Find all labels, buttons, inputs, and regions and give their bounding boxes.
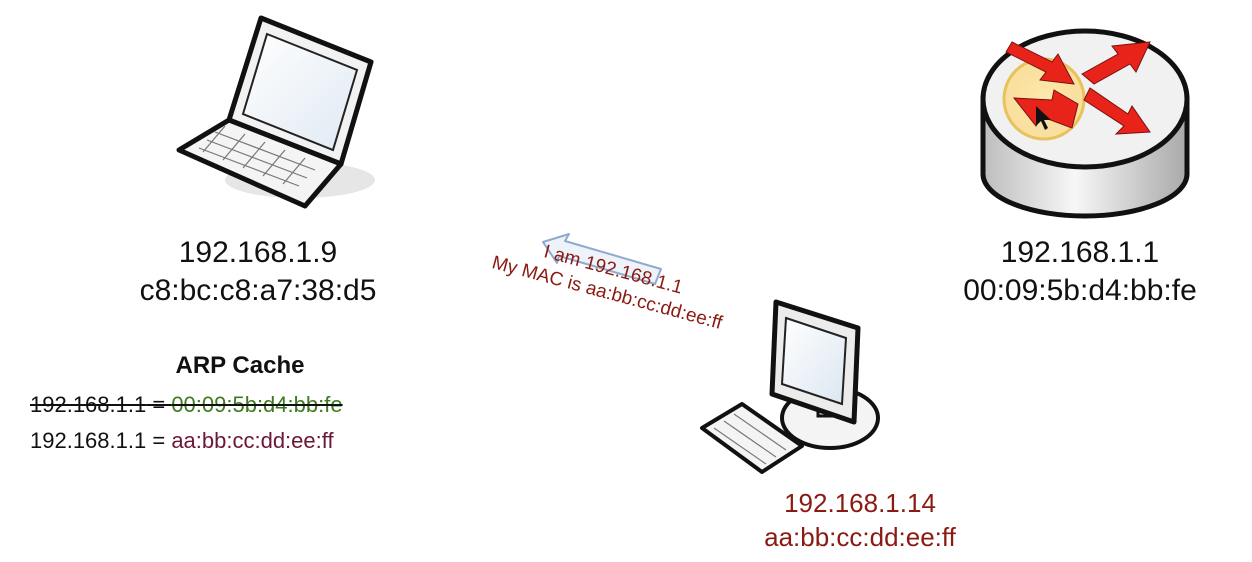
arp-entry-ip: 192.168.1.1: [30, 428, 147, 453]
laptop-address-block: 192.168.1.9 c8:bc:c8:a7:38:d5: [118, 234, 398, 310]
arp-entry-ip: 192.168.1.1: [30, 392, 147, 417]
attacker-address-block: 192.168.1.14 aa:bb:cc:dd:ee:ff: [730, 486, 990, 554]
attacker-mac: aa:bb:cc:dd:ee:ff: [764, 522, 956, 552]
desktop-computer-icon: [700, 299, 880, 474]
laptop-ip: 192.168.1.9: [178, 236, 338, 269]
router-ip: 192.168.1.1: [1000, 236, 1160, 269]
router-address-block: 192.168.1.1 00:09:5b:d4:bb:fe: [930, 234, 1230, 310]
laptop-icon: [176, 15, 375, 209]
arp-entry-separator: =: [146, 392, 172, 417]
router-icon: [980, 28, 1190, 219]
arp-entry-mac: 00:09:5b:d4:bb:fe: [171, 392, 343, 417]
arp-entry-mac: aa:bb:cc:dd:ee:ff: [171, 428, 334, 453]
attacker-ip: 192.168.1.14: [784, 488, 936, 518]
laptop-mac: c8:bc:c8:a7:38:d5: [139, 274, 377, 307]
arp-cache-title: ARP Cache: [175, 352, 305, 379]
arp-entry-separator: =: [146, 428, 172, 453]
router-mac: 00:09:5b:d4:bb:fe: [963, 274, 1197, 307]
arp-cache-entry-new: 192.168.1.1 = aa:bb:cc:dd:ee:ff: [30, 428, 334, 454]
arp-reply-arrow: [542, 233, 662, 285]
arp-cache-entry-old: 192.168.1.1 = 00:09:5b:d4:bb:fe: [30, 392, 343, 418]
